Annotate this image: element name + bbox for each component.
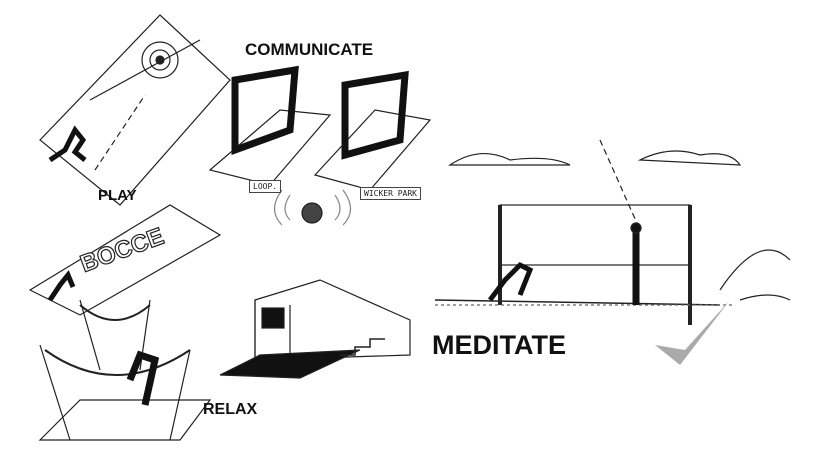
play-lane-sketch bbox=[39, 14, 231, 206]
wicker-park-label: WICKER PARK bbox=[360, 187, 421, 200]
relax-hammocks-sketch bbox=[38, 299, 212, 441]
meditate-scene-sketch bbox=[434, 139, 791, 365]
loop-label: LOOP. bbox=[249, 180, 282, 193]
checkmark-icon bbox=[655, 300, 730, 365]
bocce-sign: BOCCE bbox=[77, 223, 168, 278]
meditate-label: MEDITATE bbox=[432, 330, 566, 360]
relax-label: RELAX bbox=[203, 401, 258, 418]
communicate-label: COMMUNICATE bbox=[245, 40, 374, 59]
globe-icon bbox=[301, 202, 323, 224]
play-label: PLAY bbox=[98, 187, 137, 204]
theater-sketch bbox=[219, 279, 411, 379]
bocce-court-sketch: BOCCE bbox=[28, 204, 222, 316]
communicate-screens-sketch bbox=[208, 65, 432, 226]
